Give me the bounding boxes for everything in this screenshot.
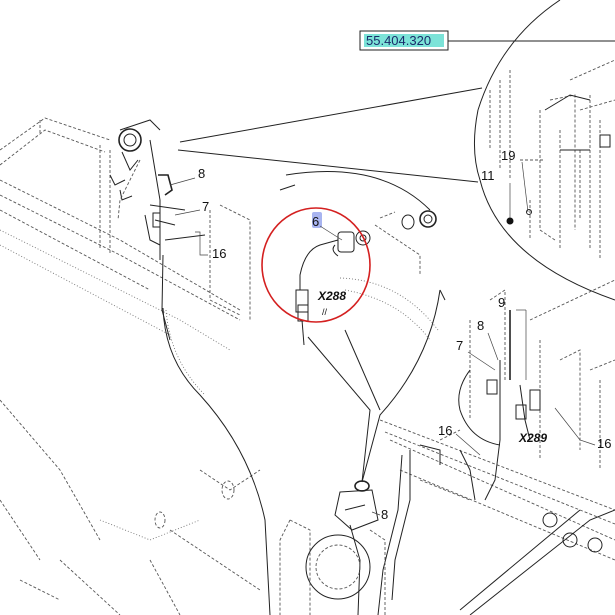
frame-left <box>0 117 261 615</box>
callout-8-left: 8 <box>198 166 205 181</box>
highlight-circle <box>261 207 371 323</box>
washer-icon <box>526 209 532 215</box>
bottom-sensor-assembly: 8 <box>279 480 388 615</box>
callout-8-right: 8 <box>477 318 484 333</box>
callout-19: 19 <box>501 148 515 163</box>
sensor-housing-icon <box>118 128 142 152</box>
left-harness-assembly: 8 7 16 <box>109 119 271 615</box>
callout-6: 6 <box>312 214 319 229</box>
connector-label-x289: X289 <box>518 431 547 445</box>
reference-label: 55.404.320 <box>359 30 615 51</box>
connector-label-x288: X288 <box>317 289 346 303</box>
callout-16-far-right: 16 <box>597 436 611 451</box>
bolt-icon <box>506 217 514 225</box>
right-harness-assembly: 9 8 7 16 X289 16 <box>377 279 615 615</box>
callout-8-bottom: 8 <box>381 507 388 522</box>
callout-16-left: 16 <box>212 246 226 261</box>
detail-bracket-structure <box>489 59 615 260</box>
callout-7-right: 7 <box>456 338 463 353</box>
callout-16-right: 16 <box>438 423 452 438</box>
callout-7-left: 7 <box>202 199 209 214</box>
detail-view-top-right: 19 11 <box>177 0 615 301</box>
reference-code: 55.404.320 <box>366 33 431 48</box>
callout-9: 9 <box>498 295 505 310</box>
detail-view-center: 6 X288 // <box>261 171 446 483</box>
svg-text://: // <box>322 307 328 317</box>
callout-11: 11 <box>481 168 495 183</box>
